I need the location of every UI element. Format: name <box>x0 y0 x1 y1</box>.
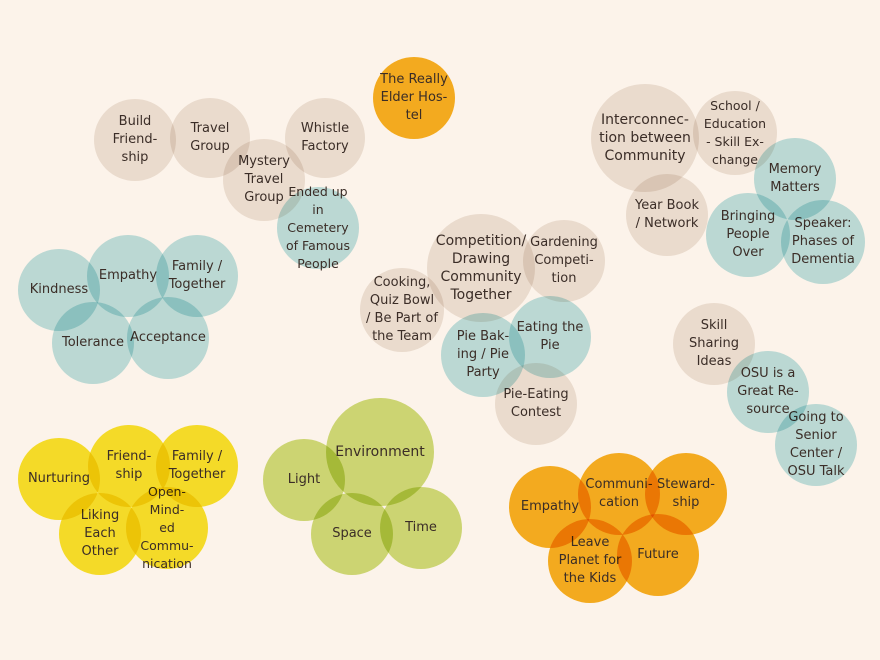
bubble-whistle-factory: Whistle Factory <box>285 98 365 178</box>
bubble-space: Space <box>311 493 393 575</box>
bubble-bringing-people-over: Bringing People Over <box>706 193 790 277</box>
bubble-future: Future <box>617 514 699 596</box>
bubble-cooking-quiz: Cooking, Quiz Bowl / Be Part of the Team <box>360 268 444 352</box>
bubble-stewardship: Steward- ship <box>645 453 727 535</box>
bubble-skill-sharing: Skill Sharing Ideas <box>673 303 755 385</box>
bubble-acceptance: Acceptance <box>127 297 209 379</box>
bubble-build-friendship: Build Friend- ship <box>94 99 176 181</box>
bubble-competition-drawing: Competition/ Drawing Community Together <box>427 214 535 322</box>
bubble-time: Time <box>380 487 462 569</box>
bubble-open-minded: Open-Mind- ed Commu- nication <box>126 484 208 571</box>
bubble-pie-eating-contest: Pie-Eating Contest <box>495 363 577 445</box>
bubble-gardening-competition: Gardening Competi- tion <box>523 220 605 302</box>
bubble-interconnection: Interconnec- tion between Community <box>591 84 699 192</box>
bubble-travel-group: Travel Group <box>170 98 250 178</box>
bubble-going-senior-center: Going to Senior Center / OSU Talk <box>775 404 857 486</box>
bubble-school-education: School / Education - Skill Ex- change <box>693 91 777 175</box>
bubble-tolerance: Tolerance <box>52 302 134 384</box>
bubble-speaker-dementia: Speaker: Phases of Dementia <box>781 200 865 284</box>
bubble-ended-up-cemetery: Ended up in Cemetery of Famous People <box>277 184 359 271</box>
bubble-year-book: Year Book / Network <box>626 174 708 256</box>
bubble-really-elder-hostel: The Really Elder Hos- tel <box>373 57 455 139</box>
